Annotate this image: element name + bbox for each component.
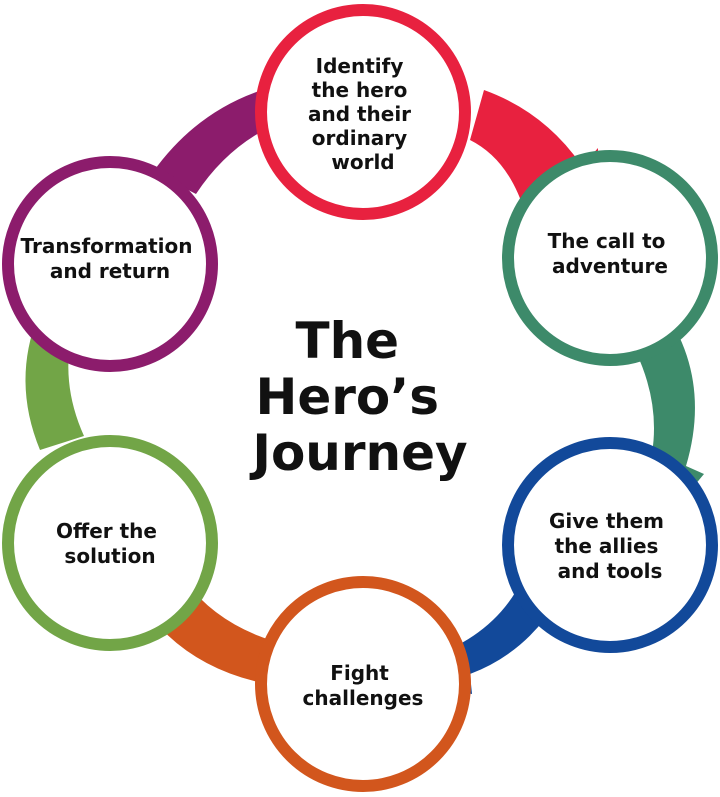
step-label: Give them the allies and tools bbox=[549, 509, 671, 583]
step-label-line: adventure bbox=[552, 254, 668, 278]
step-label-line: and tools bbox=[558, 559, 663, 583]
step-label-line: solution bbox=[64, 544, 155, 568]
step-label: Fight challenges bbox=[303, 661, 424, 710]
step-label-line: the allies bbox=[555, 534, 659, 558]
step-label-line: world bbox=[331, 150, 394, 174]
step-label-line: ordinary bbox=[312, 126, 407, 150]
title-line: The bbox=[295, 312, 399, 370]
step-label-line: challenges bbox=[303, 686, 424, 710]
step-label: The call to adventure bbox=[548, 229, 673, 278]
step-label-line: The call to bbox=[548, 229, 666, 253]
step-ring bbox=[502, 150, 718, 366]
step-label-line: and return bbox=[50, 259, 170, 283]
step-label-line: Identify bbox=[316, 54, 404, 78]
step-label: Transformation and return bbox=[21, 234, 200, 283]
step-ring-allies-and-tools: Give them the allies and tools bbox=[502, 437, 718, 653]
step-ring bbox=[2, 435, 218, 651]
diagram-title: The Hero’s Journey bbox=[249, 312, 467, 482]
title-line: Journey bbox=[249, 424, 467, 482]
step-ring bbox=[502, 437, 718, 653]
step-label-line: Fight bbox=[330, 661, 389, 685]
step-label-line: Give them bbox=[549, 509, 664, 533]
step-ring-call-to-adventure: The call to adventure bbox=[502, 150, 718, 366]
step-label: Identify the hero and their ordinary wor… bbox=[308, 54, 418, 174]
step-ring bbox=[2, 156, 218, 372]
step-label-line: the hero bbox=[312, 78, 408, 102]
step-ring-fight-challenges: Fight challenges bbox=[255, 576, 471, 792]
title-line: Hero’s bbox=[256, 368, 440, 426]
step-label-line: Transformation bbox=[21, 234, 193, 258]
step-label-line: and their bbox=[308, 102, 411, 126]
step-ring-identify: Identify the hero and their ordinary wor… bbox=[255, 4, 471, 220]
step-ring bbox=[255, 4, 471, 220]
step-label: Offer the solution bbox=[56, 519, 164, 568]
step-ring bbox=[255, 576, 471, 792]
step-label-line: Offer the bbox=[56, 519, 157, 543]
step-ring-transformation: Transformation and return bbox=[2, 156, 218, 372]
step-ring-offer-solution: Offer the solution bbox=[2, 435, 218, 651]
